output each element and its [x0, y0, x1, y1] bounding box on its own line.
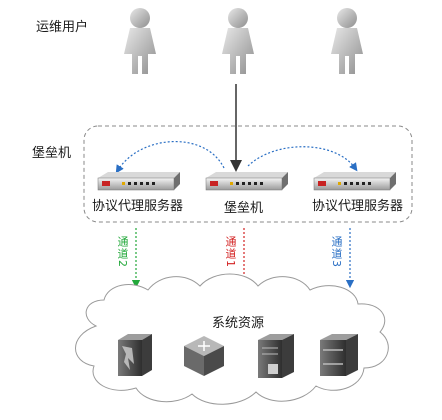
- bastion-group-label: 堡垒机: [32, 146, 72, 161]
- router-icon: [184, 336, 224, 376]
- proxy-server-left-label: 协议代理服务器: [92, 199, 184, 214]
- channel-1-label: 通道1: [224, 236, 237, 268]
- firewall-server-icon: [118, 334, 152, 376]
- bastion-device-label: 堡垒机: [224, 201, 264, 216]
- user-icon: [331, 8, 363, 74]
- user-icon: [124, 8, 156, 74]
- channel-3-label: 通道3: [330, 236, 343, 268]
- system-resources-cloud: [75, 273, 389, 405]
- database-server-icon: [320, 334, 358, 376]
- ops-users-label: 运维用户: [36, 20, 89, 35]
- system-resources-label: 系统资源: [212, 316, 265, 331]
- proxy-server-right-label: 协议代理服务器: [312, 199, 404, 214]
- proxy-server-device-icon: [313, 172, 396, 191]
- storage-server-icon: [258, 334, 294, 378]
- bastion-group-box: [83, 125, 413, 223]
- proxy-server-device-icon: [97, 172, 180, 191]
- user-icon: [222, 8, 254, 74]
- forward-arrow-right: [247, 146, 358, 172]
- forward-arrow-left: [115, 140, 225, 174]
- channel-2-label: 通道2: [116, 236, 129, 268]
- bastion-device-icon: [205, 172, 288, 191]
